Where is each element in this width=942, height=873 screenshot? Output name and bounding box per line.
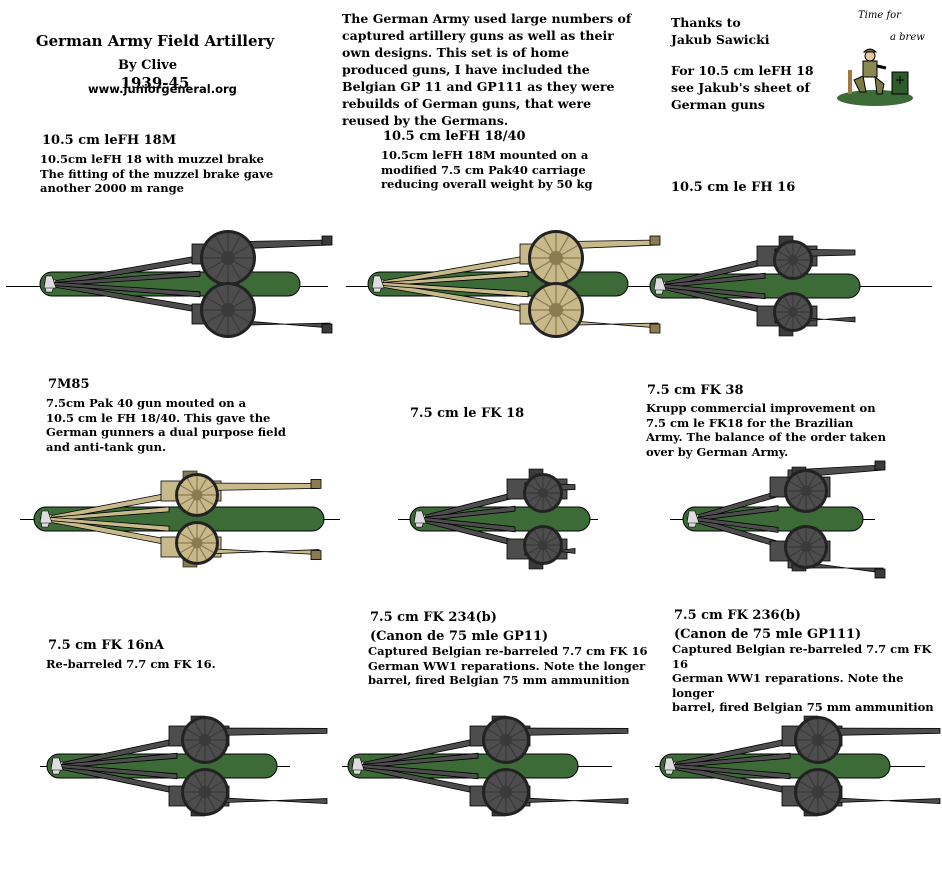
gun-title-7m85: 7M85 (48, 377, 90, 392)
gun-top-view (686, 460, 886, 528)
gun-model-fk236b (659, 715, 941, 817)
sheet-title-line1: German Army Field Artillery (35, 32, 275, 50)
brew-soldier-logo (837, 48, 913, 106)
gun-title-fk38: 7.5 cm FK 38 (647, 383, 744, 398)
gun-title-lefh18m: 10.5 cm leFH 18M (42, 133, 177, 148)
author: By Clive (118, 58, 178, 73)
gun-top-view (663, 715, 941, 775)
gun-title-fk16na: 7.5 cm FK 16nA (48, 638, 165, 653)
gun-desc-fk38: Krupp commercial improvement on 7.5 cm l… (646, 401, 886, 459)
thanks-note: For 10.5 cm leFH 18 see Jakub's sheet of… (671, 63, 814, 112)
gun-title-lefh16: 10.5 cm le FH 16 (671, 180, 796, 195)
gun-model-lefh16 (649, 235, 861, 337)
gun-base (409, 506, 591, 532)
gun-model-fk38 (682, 460, 886, 579)
gun-top-view-mirrored (43, 275, 333, 338)
gun-title-lefk18: 7.5 cm le FK 18 (410, 406, 525, 421)
gun-top-view-mirrored (413, 510, 576, 570)
gun-model-fk16na (46, 715, 328, 817)
sheet-title: German Army Field Artillery 1939-45 (30, 10, 280, 94)
gun-top-view-mirrored (686, 510, 886, 579)
gun-top-view (371, 230, 661, 293)
gun-model-lefh1840 (367, 230, 661, 338)
gun-top-view (351, 715, 629, 775)
gun-top-view (653, 235, 856, 295)
gun-model-7m85 (33, 470, 325, 568)
gun-top-view-mirrored (653, 277, 856, 337)
gun-top-view-mirrored (351, 757, 629, 817)
sheet-title-line2: 1939-45 (120, 74, 190, 92)
gun-top-view-mirrored (371, 275, 661, 338)
thanks-text: Thanks to Jakub Sawicki (671, 15, 770, 47)
logo-text-2: a brew (890, 32, 925, 43)
gun-desc-fk234b: Captured Belgian re-barreled 7.7 cm FK 1… (368, 644, 648, 687)
logo-text-1: Time for (858, 10, 901, 21)
gun-title-lefh1840: 10.5 cm leFH 18/40 (383, 129, 526, 144)
gun-title-fk236b: 7.5 cm FK 236(b) (Canon de 75 mle GP111) (674, 608, 862, 642)
gun-model-lefh18m (39, 230, 333, 338)
gun-desc-fk236b: Captured Belgian re-barreled 7.7 cm FK 1… (672, 642, 934, 714)
gun-desc-lefh18m: 10.5cm leFH 18 with muzzel brake The fit… (40, 152, 274, 195)
gun-desc-fk16na: Re-barreled 7.7 cm FK 16. (46, 657, 216, 671)
gun-desc-lefh1840: 10.5cm leFH 18M mounted on a modified 7.… (381, 148, 593, 191)
gun-top-view-mirrored (50, 757, 328, 817)
gun-model-lefk18 (409, 468, 591, 570)
gun-top-view-mirrored (39, 510, 322, 568)
site-link[interactable]: www.juniorgeneral.org (88, 82, 237, 96)
gun-title-fk234b: 7.5 cm FK 234(b) (Canon de 75 mle GP11) (370, 610, 549, 644)
gun-desc-7m85: 7.5cm Pak 40 gun mouted on a 10.5 cm le … (46, 396, 286, 454)
gun-model-fk234b (347, 715, 629, 817)
intro-text: The German Army used large numbers of ca… (342, 11, 632, 128)
gun-top-view-mirrored (663, 757, 941, 817)
gun-top-view (39, 470, 322, 528)
